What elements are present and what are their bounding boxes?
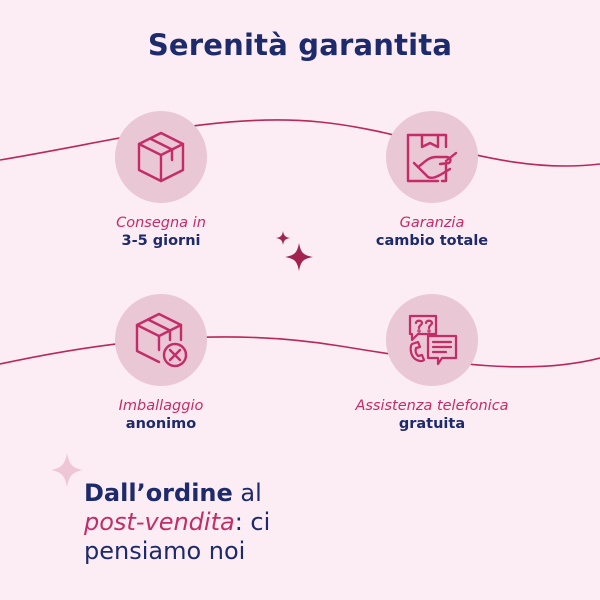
feature-support-label: Assistenza telefonica bbox=[355, 398, 509, 414]
feature-packaging-label: Imballaggio bbox=[118, 398, 204, 414]
box-icon bbox=[137, 131, 185, 183]
sparkle-icon bbox=[276, 231, 313, 271]
feature-delivery-label: Consegna in bbox=[116, 215, 206, 231]
feature-support: Assistenza telefonica gratuita bbox=[322, 294, 542, 433]
feature-delivery-value: 3-5 giorni bbox=[121, 233, 201, 249]
feature-guarantee-value: cambio totale bbox=[375, 233, 489, 249]
icon-circle bbox=[386, 111, 478, 203]
icon-circle bbox=[115, 294, 207, 386]
feature-delivery: Consegna in 3-5 giorni bbox=[51, 111, 271, 250]
sparkle-soft-icon bbox=[51, 453, 83, 487]
tagline-text: al bbox=[232, 479, 262, 507]
feature-guarantee-label: Garanzia bbox=[399, 215, 465, 231]
tagline-strong: Dall’ordine bbox=[84, 479, 233, 507]
feature-packaging: Imballaggio anonimo bbox=[51, 294, 271, 433]
page-title: Serenità garantita bbox=[147, 28, 453, 62]
feature-guarantee: Garanzia cambio totale bbox=[322, 111, 542, 250]
tagline: Dall’ordine al post-vendita: ci pensiamo… bbox=[84, 479, 270, 566]
feature-support-value: gratuita bbox=[398, 416, 466, 432]
tagline-text: : ci bbox=[234, 508, 271, 536]
phone-support-icon bbox=[408, 314, 458, 366]
box-exchange-icon bbox=[406, 133, 458, 183]
icon-circle bbox=[115, 111, 207, 203]
feature-packaging-value: anonimo bbox=[125, 416, 197, 432]
tagline-text: pensiamo noi bbox=[84, 537, 246, 565]
tagline-accent: post-vendita bbox=[84, 508, 235, 536]
icon-circle bbox=[386, 294, 478, 386]
box-anonymous-icon bbox=[135, 312, 188, 368]
